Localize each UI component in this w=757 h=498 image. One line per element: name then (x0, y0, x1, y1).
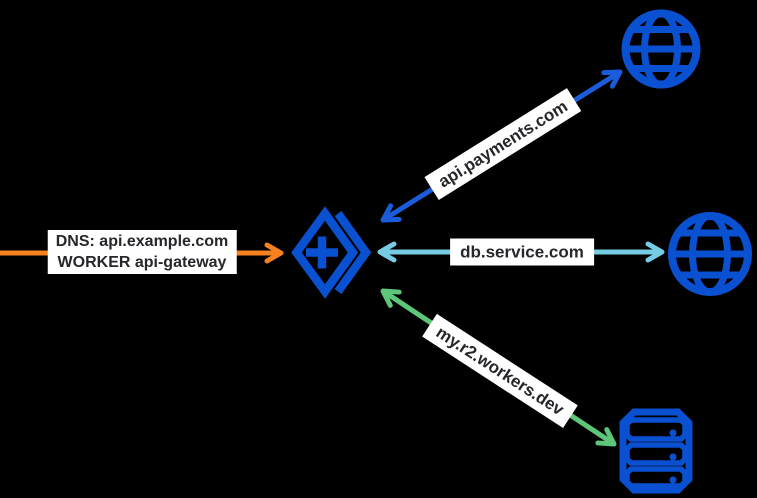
incoming-request-label: DNS: api.example.com WORKER api-gateway (47, 230, 237, 274)
globe-icon (668, 212, 752, 296)
worker-name-text: WORKER api-gateway (57, 254, 227, 271)
dns-route-text: DNS: api.example.com (55, 233, 229, 250)
route-label-db-service: db.service.com (450, 238, 594, 266)
server-stack-icon (619, 408, 693, 494)
globe-icon (621, 9, 701, 89)
workers-routes-icon (291, 206, 372, 299)
